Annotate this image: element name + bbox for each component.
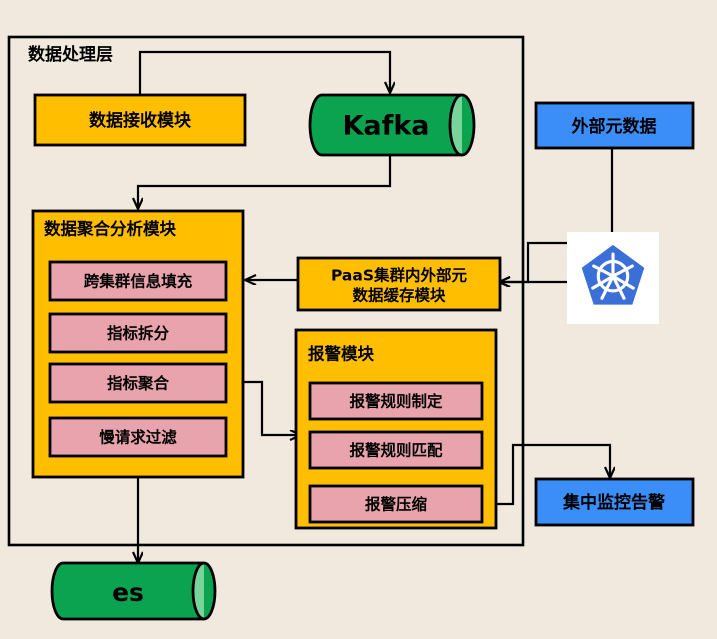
es-cylinder-cap <box>191 561 205 621</box>
data-receive-box[interactable] <box>33 93 247 147</box>
node-data-receive-module[interactable]: 数据接收模块 <box>33 93 247 147</box>
alarm-child-rule-match[interactable]: 报警规则匹配 <box>308 430 484 470</box>
paas-cache-label-line1: PaaS集群内外部元 <box>331 266 468 285</box>
metric-split-label: 指标拆分 <box>107 324 170 343</box>
es-label: es <box>112 578 144 607</box>
central-monitor-box[interactable] <box>534 477 695 527</box>
kubernetes-helm-spokes <box>591 252 635 300</box>
aggregation-child-cross-cluster[interactable]: 跨集群信息填充 <box>48 260 228 302</box>
node-alarm-module[interactable]: 报警模块 报警规则制定 报警规则匹配 报警压缩 <box>294 328 498 530</box>
metric-aggregate-box[interactable] <box>48 362 228 404</box>
alarm-rule-match-label: 报警规则匹配 <box>349 441 443 460</box>
cross-cluster-label: 跨集群信息填充 <box>84 272 193 291</box>
alarm-child-rule-definition[interactable]: 报警规则制定 <box>308 381 484 421</box>
kafka-label: Kafka <box>342 111 429 142</box>
central-monitor-label: 集中监控告警 <box>562 492 665 513</box>
alarm-rule-definition-box[interactable] <box>308 381 484 421</box>
alarm-child-compression[interactable]: 报警压缩 <box>308 484 484 524</box>
edge-receive-to-kafka <box>138 50 390 95</box>
edge-alarmcompress-to-monitor <box>489 443 610 506</box>
container-title: 数据处理层 <box>28 44 113 65</box>
alarm-compression-box[interactable] <box>308 484 484 524</box>
slow-request-filter-label: 慢请求过滤 <box>99 428 177 447</box>
data-receive-label: 数据接收模块 <box>89 110 192 131</box>
alarm-compression-label: 报警压缩 <box>365 495 428 514</box>
metric-aggregate-label: 指标聚合 <box>107 374 170 393</box>
node-kafka[interactable]: Kafka <box>308 93 476 157</box>
aggregation-label: 数据聚合分析模块 <box>44 219 177 239</box>
node-paas-cache-module[interactable]: PaaS集群内外部元 数据缓存模块 <box>296 256 502 312</box>
cross-cluster-box[interactable] <box>48 260 228 302</box>
paas-cache-label-line2: 数据缓存模块 <box>352 286 446 305</box>
slow-request-filter-box[interactable] <box>48 416 228 458</box>
edge-kafka-to-aggregation <box>138 156 392 208</box>
container-data-processing-layer <box>7 35 525 547</box>
aggregation-child-slow-request-filter[interactable]: 慢请求过滤 <box>48 416 228 458</box>
edge-metricagg-to-alarm <box>234 380 300 435</box>
aggregation-child-metric-aggregate[interactable]: 指标聚合 <box>48 362 228 404</box>
alarm-rule-definition-label: 报警规则制定 <box>349 392 443 411</box>
node-central-monitor-alarm[interactable]: 集中监控告警 <box>534 477 695 527</box>
node-external-metadata[interactable]: 外部元数据 <box>534 101 695 150</box>
metric-split-box[interactable] <box>48 312 228 354</box>
paas-cache-box[interactable] <box>296 256 502 312</box>
kubernetes-icon <box>567 232 659 324</box>
aggregation-child-metric-split[interactable]: 指标拆分 <box>48 312 228 354</box>
node-es[interactable]: es <box>50 561 217 621</box>
kafka-cylinder-cap <box>448 93 463 157</box>
alarm-label: 报警模块 <box>308 344 375 364</box>
kubernetes-hub <box>609 272 617 280</box>
alarm-rule-match-box[interactable] <box>308 430 484 470</box>
external-metadata-label: 外部元数据 <box>572 116 657 137</box>
external-metadata-box[interactable] <box>534 101 695 150</box>
node-aggregation-module[interactable]: 数据聚合分析模块 跨集群信息填充 指标拆分 指标聚合 慢请求过滤 <box>31 209 245 479</box>
